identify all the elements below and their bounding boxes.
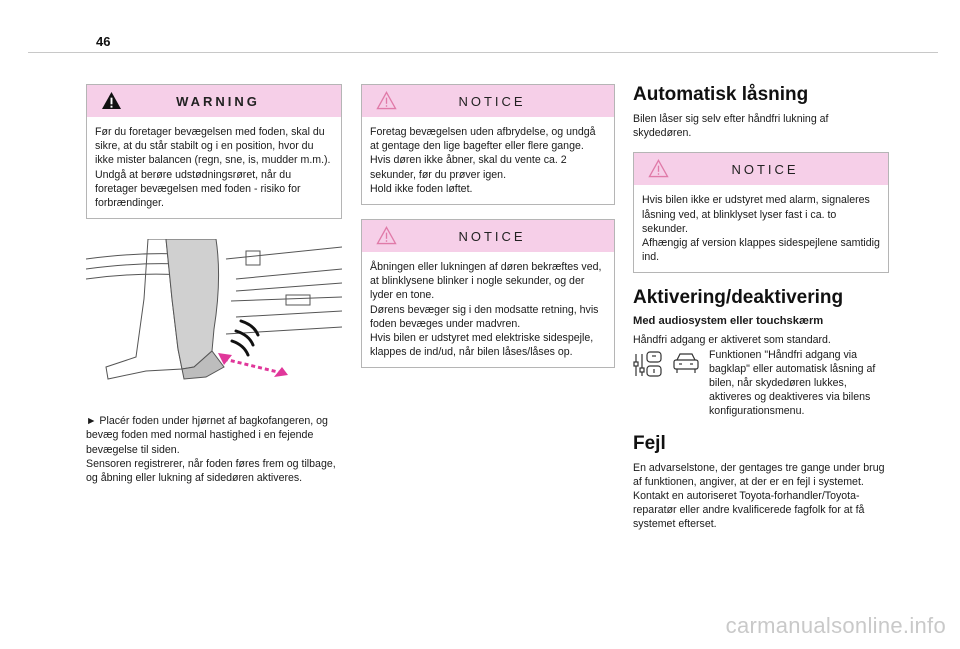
notice-header: NOTICE <box>362 220 614 253</box>
notice-box: NOTICE Åbningen eller lukningen af døren… <box>361 219 615 369</box>
notice-line: Dørens bevæger sig i den modsatte retnin… <box>370 303 599 330</box>
warning-triangle-icon <box>102 91 121 110</box>
instruction-line: ► Placér foden under hjørnet af bagkofan… <box>86 415 328 456</box>
instruction-text: ► Placér foden under hjørnet af bagkofan… <box>86 414 342 485</box>
column-left: WARNING Før du foretager bevægelsen med … <box>85 84 343 485</box>
activation-text: Håndfri adgang er aktiveret som standard… <box>633 333 889 418</box>
activation-icon-row: Funktionen "Håndfri adgang via bagklap" … <box>633 348 889 419</box>
instruction-line: Sensoren registrerer, når foden føres fr… <box>86 457 336 485</box>
notice-line: Foretag bevægelsen uden afbrydelse, og u… <box>370 126 596 153</box>
notice-header: NOTICE <box>634 153 888 186</box>
watermark: carmanualsonline.info <box>725 613 946 638</box>
notice-body: Åbningen eller lukningen af døren bekræf… <box>362 252 614 367</box>
activation-subheading: Med audiosystem eller touchskærm <box>633 315 824 328</box>
notice-line: Afhængig af version klappes sidespejlene… <box>642 237 880 264</box>
notice-line: Åbningen eller lukningen af døren bekræf… <box>370 261 602 302</box>
notice-line: Hvis bilen er udstyret med elektriske si… <box>370 332 594 359</box>
notice-line: Hvis bilen ikke er udstyret med alarm, s… <box>642 194 870 235</box>
notice-body: Foretag bevægelsen uden afbrydelse, og u… <box>362 117 614 204</box>
warning-line: Før du foretager bevægelsen med foden, s… <box>95 126 331 167</box>
column-right: Automatisk låsning Bilen låser sig selv … <box>633 84 889 532</box>
settings-menu-icon <box>633 351 662 377</box>
warning-line: Undgå at berøre udstødningsrøret, når du… <box>95 168 301 210</box>
auto-lock-text: Bilen låser sig selv efter håndfri lukni… <box>633 112 889 140</box>
warning-header: WARNING <box>87 85 341 117</box>
notice-line: Hvis døren ikke åbner, skal du vente ca.… <box>370 154 567 181</box>
notice-box: NOTICE Foretag bevægelsen uden afbrydels… <box>361 84 615 206</box>
auto-lock-heading: Automatisk låsning <box>633 84 809 105</box>
fault-heading: Fejl <box>633 432 666 454</box>
warning-body: Før du foretager bevægelsen med foden, s… <box>87 117 341 218</box>
notice-line: Hold ikke foden løftet. <box>370 182 473 195</box>
activation-description: Funktionen "Håndfri adgang via bagklap" … <box>709 348 876 418</box>
auto-lock-line: Bilen låser sig selv efter håndfri lukni… <box>633 113 829 140</box>
notice-body: Hvis bilen ikke er udstyret med alarm, s… <box>634 185 888 272</box>
notice-title: NOTICE <box>731 161 799 177</box>
notice-triangle-icon <box>376 91 397 110</box>
column-middle: NOTICE Foretag bevægelsen uden afbrydels… <box>361 84 615 382</box>
foot-sensor-illustration <box>85 238 343 380</box>
page-number: 46 <box>96 34 111 49</box>
activation-heading: Aktivering/deaktivering <box>633 287 844 309</box>
fault-text: En advarselstone, der gentages tre gange… <box>633 461 889 532</box>
notice-box: NOTICE Hvis bilen ikke er udstyret med a… <box>633 152 889 274</box>
top-rule <box>28 52 938 53</box>
notice-header: NOTICE <box>362 85 614 117</box>
notice-triangle-icon <box>376 226 397 245</box>
notice-title: NOTICE <box>458 93 526 109</box>
warning-title: WARNING <box>176 93 260 109</box>
activation-intro: Håndfri adgang er aktiveret som standard… <box>633 334 831 347</box>
notice-triangle-icon <box>648 159 669 178</box>
activation-icons <box>633 350 701 378</box>
fault-line: En advarselstone, der gentages tre gange… <box>633 461 885 488</box>
car-front-icon <box>673 353 699 373</box>
notice-title: NOTICE <box>458 228 526 244</box>
warning-box: WARNING Før du foretager bevægelsen med … <box>86 84 342 220</box>
fault-line: Kontakt en autoriseret Toyota-forhandler… <box>633 490 865 531</box>
